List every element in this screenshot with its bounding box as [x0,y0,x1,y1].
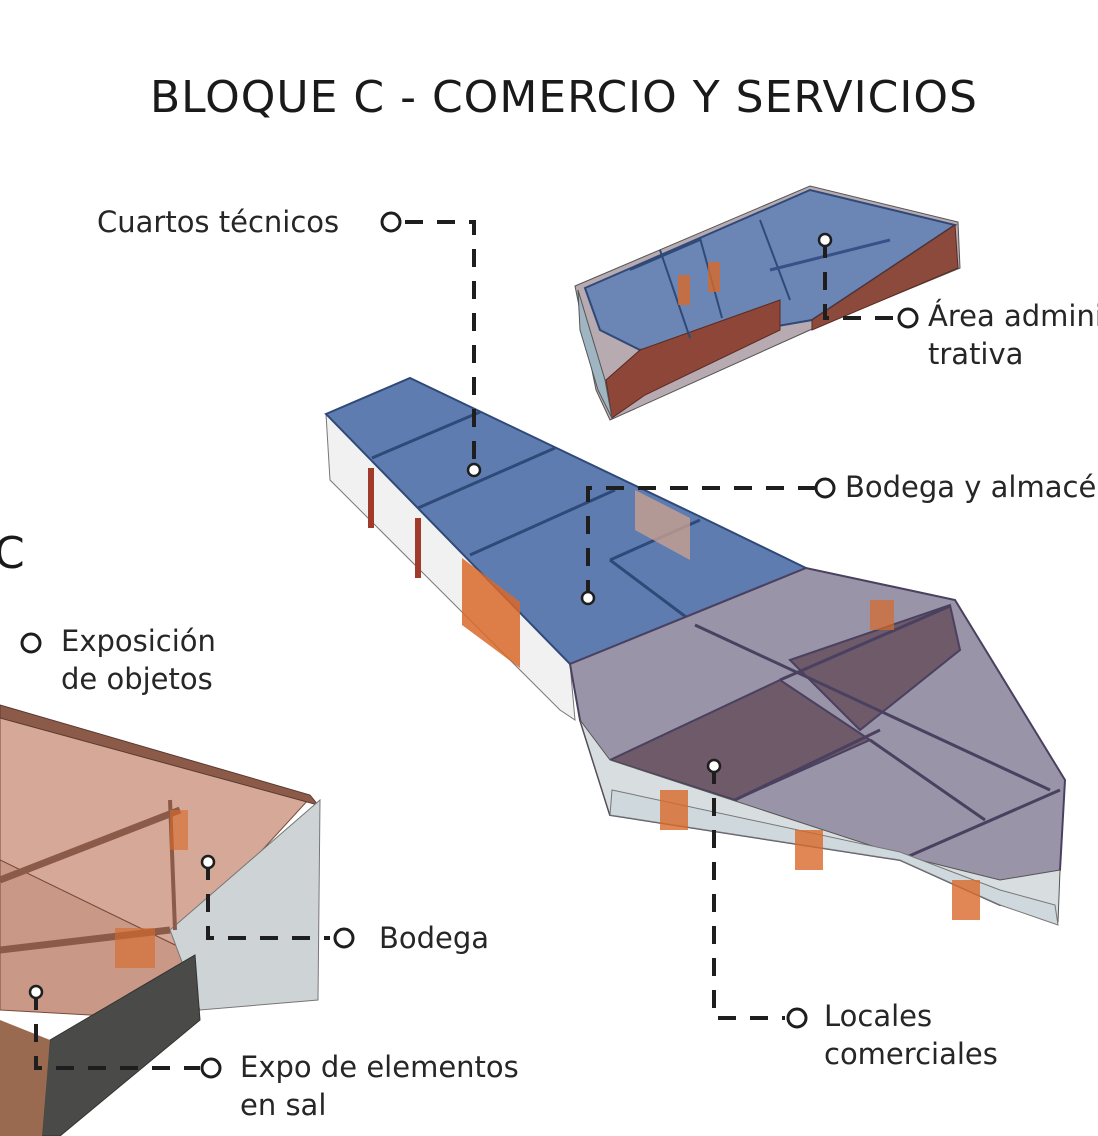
admin-block [574,185,961,421]
marker-locales [786,1007,808,1029]
leader-expo-sal [34,992,200,1070]
marker-cuartos [380,211,402,233]
label-area-administrativa-line2: trativa [928,337,1024,371]
model-pins [28,232,833,1000]
leader-lines [34,220,900,1070]
commercial-block [324,376,1067,926]
leader-bodega-almacen [586,486,815,598]
leader-bodega [206,862,330,940]
marker-expo-sal [200,1057,222,1079]
marker-bodega [333,927,355,949]
label-cuartos-tecnicos: Cuartos técnicos [97,205,340,239]
salt-exhibition-block [0,704,321,1136]
marker-bodega-almacen [814,477,836,499]
label-bodega-almacen: Bodega y almacén [845,470,1098,504]
label-bodega: Bodega [379,921,490,955]
leader-locales [712,766,785,1020]
label-expo-sal-line1: Expo de elementos [240,1050,519,1084]
leader-admin [823,240,900,320]
label-locales-line1: Locales [824,999,933,1033]
label-locales-line2: comerciales [824,1037,998,1071]
partial-heading: C [0,528,25,579]
label-exposicion-line1: Exposición [61,624,216,658]
marker-exposicion [20,632,42,654]
page-title: BLOQUE C - COMERCIO Y SERVICIOS [150,72,978,123]
label-markers [20,211,919,1079]
label-area-administrativa-line1: Área admini [928,299,1098,333]
marker-admin [897,307,919,329]
leader-cuartos [405,220,476,470]
label-exposicion-line2: de objetos [61,662,213,696]
label-expo-sal-line2: en sal [240,1088,327,1122]
